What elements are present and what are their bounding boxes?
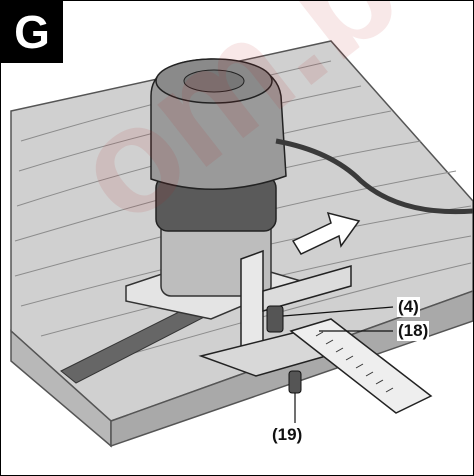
scale-ruler [289,318,433,414]
parallel-guide-fence [240,249,264,358]
callout-18: (18) [397,321,430,341]
power-cord [275,138,473,215]
figure-badge: G [1,1,63,63]
feed-direction-arrow [291,211,361,255]
scale-ticks [315,331,394,393]
callout-4: (4) [397,297,420,317]
callout-19: (19) [271,425,304,445]
fine-adjust-screw [288,370,302,394]
wood-board-side [110,290,473,448]
locking-knob [266,305,284,333]
leader-4 [282,306,394,317]
guide-rod-bracket [262,265,352,312]
